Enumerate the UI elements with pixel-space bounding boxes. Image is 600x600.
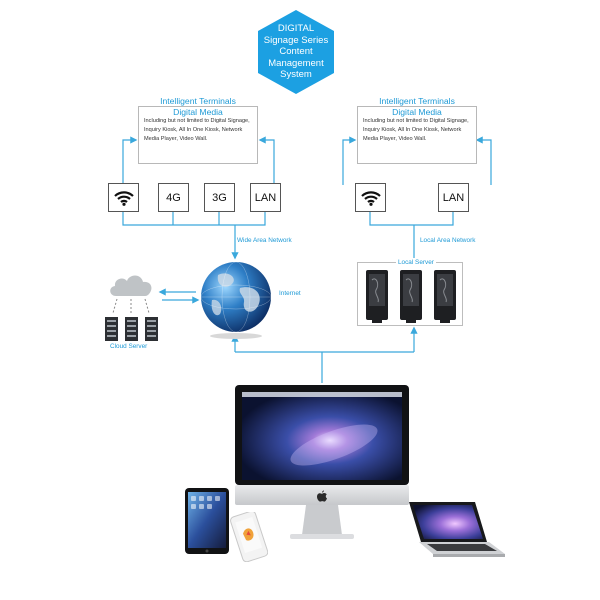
- title-line: System: [280, 69, 312, 81]
- wifi-icon: [113, 190, 134, 206]
- left-card-arrow-right: [258, 136, 275, 185]
- system-title: DIGITAL Signage Series Content Managemen…: [257, 12, 335, 92]
- right-terminals-card: [357, 106, 477, 164]
- tablet-icon: [185, 488, 229, 554]
- wan-label: Wide Area Network: [237, 237, 292, 244]
- left-wifi-box: [108, 183, 139, 212]
- laptop-icon: [409, 502, 505, 557]
- kiosk-icon: [366, 270, 456, 323]
- local-server-label: Local Server: [396, 259, 436, 266]
- title-line: Content: [279, 46, 313, 58]
- left-lan-box: LAN: [250, 183, 281, 212]
- left-terminals-card: [138, 106, 258, 164]
- right-wifi-box: [355, 183, 386, 212]
- wifi-icon: [360, 190, 381, 206]
- imac-icon: [235, 385, 409, 539]
- left-card-title: Intelligent Terminals Digital Media: [160, 96, 236, 117]
- title-line: Management: [268, 57, 324, 69]
- right-card-arrow-right: [475, 136, 492, 185]
- left-card-arrow-left: [122, 136, 138, 185]
- right-card-body: Including but not limited to Digital Sig…: [363, 118, 469, 142]
- globe-icon: [200, 261, 272, 339]
- left-3g-box: 3G: [204, 183, 235, 212]
- left-card-body: Including but not limited to Digital Sig…: [144, 118, 250, 142]
- left-4g-box: 4G: [158, 183, 189, 212]
- title-line: DIGITAL: [277, 23, 315, 35]
- title-hexagon: [258, 10, 334, 94]
- right-card-title: Intelligent Terminals Digital Media: [379, 96, 455, 117]
- smartphone-icon: [230, 512, 268, 562]
- right-card-arrow-left: [342, 136, 357, 185]
- cloud-dashes: [112, 298, 150, 314]
- left-boxes-bus: [122, 212, 266, 226]
- cloud-server-label: Cloud Server: [110, 343, 148, 350]
- title-line: Signage Series: [263, 34, 329, 46]
- lan-label: Local Area Network: [420, 237, 476, 244]
- right-boxes-bus: [369, 212, 454, 226]
- server-rack-icon: [105, 317, 158, 341]
- cloud-icon: [110, 275, 152, 296]
- right-lan-box: LAN: [438, 183, 469, 212]
- internet-label: Internet: [279, 290, 301, 297]
- apple-logo-icon: [317, 490, 327, 502]
